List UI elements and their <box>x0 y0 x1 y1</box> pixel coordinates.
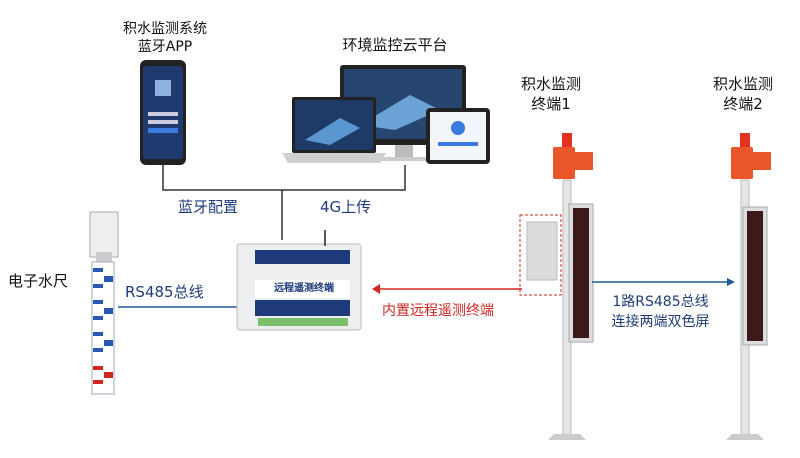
tablet-icon <box>426 108 490 164</box>
connector-lines <box>162 165 406 240</box>
terminal-2-title: 积水监测 终端2 <box>703 74 783 114</box>
phone-icon <box>140 60 186 165</box>
water-level-ruler-icon <box>89 211 119 395</box>
terminal-1-title: 积水监测 终端1 <box>511 74 591 114</box>
cloud-platform-title: 环境监控云平台 <box>342 36 448 54</box>
rs485-label: RS485总线 <box>125 283 204 301</box>
app-title: 积水监测系统 蓝牙APP <box>115 20 215 56</box>
laptop-icon <box>282 97 386 163</box>
terminal-1-line2: 终端1 <box>531 95 571 113</box>
bus-label-line1: 1路RS485总线 <box>612 294 709 310</box>
monitoring-pole-1 <box>548 133 594 440</box>
builtin-terminal-label: 内置远程遥测终端 <box>382 303 494 319</box>
app-title-line1: 积水监测系统 <box>123 21 207 37</box>
app-title-line2: 蓝牙APP <box>137 39 193 55</box>
terminal-2-line2: 终端2 <box>723 95 763 113</box>
device-label: 远程遥测终端 <box>274 283 334 294</box>
monitoring-pole-2 <box>726 133 771 440</box>
terminal-2-line1: 积水监测 <box>712 75 773 93</box>
terminal-1-line1: 积水监测 <box>520 75 581 93</box>
bus-label: 1路RS485总线 连接两端双色屏 <box>598 292 723 332</box>
bus-arrow <box>592 278 735 286</box>
builtin-terminal-arrow <box>372 214 562 296</box>
4g-upload-label: 4G上传 <box>320 198 372 216</box>
telemetry-terminal-device <box>236 230 362 331</box>
bus-label-line2: 连接两端双色屏 <box>611 314 710 330</box>
water-ruler-label: 电子水尺 <box>8 272 69 290</box>
bluetooth-config-label: 蓝牙配置 <box>178 198 239 216</box>
